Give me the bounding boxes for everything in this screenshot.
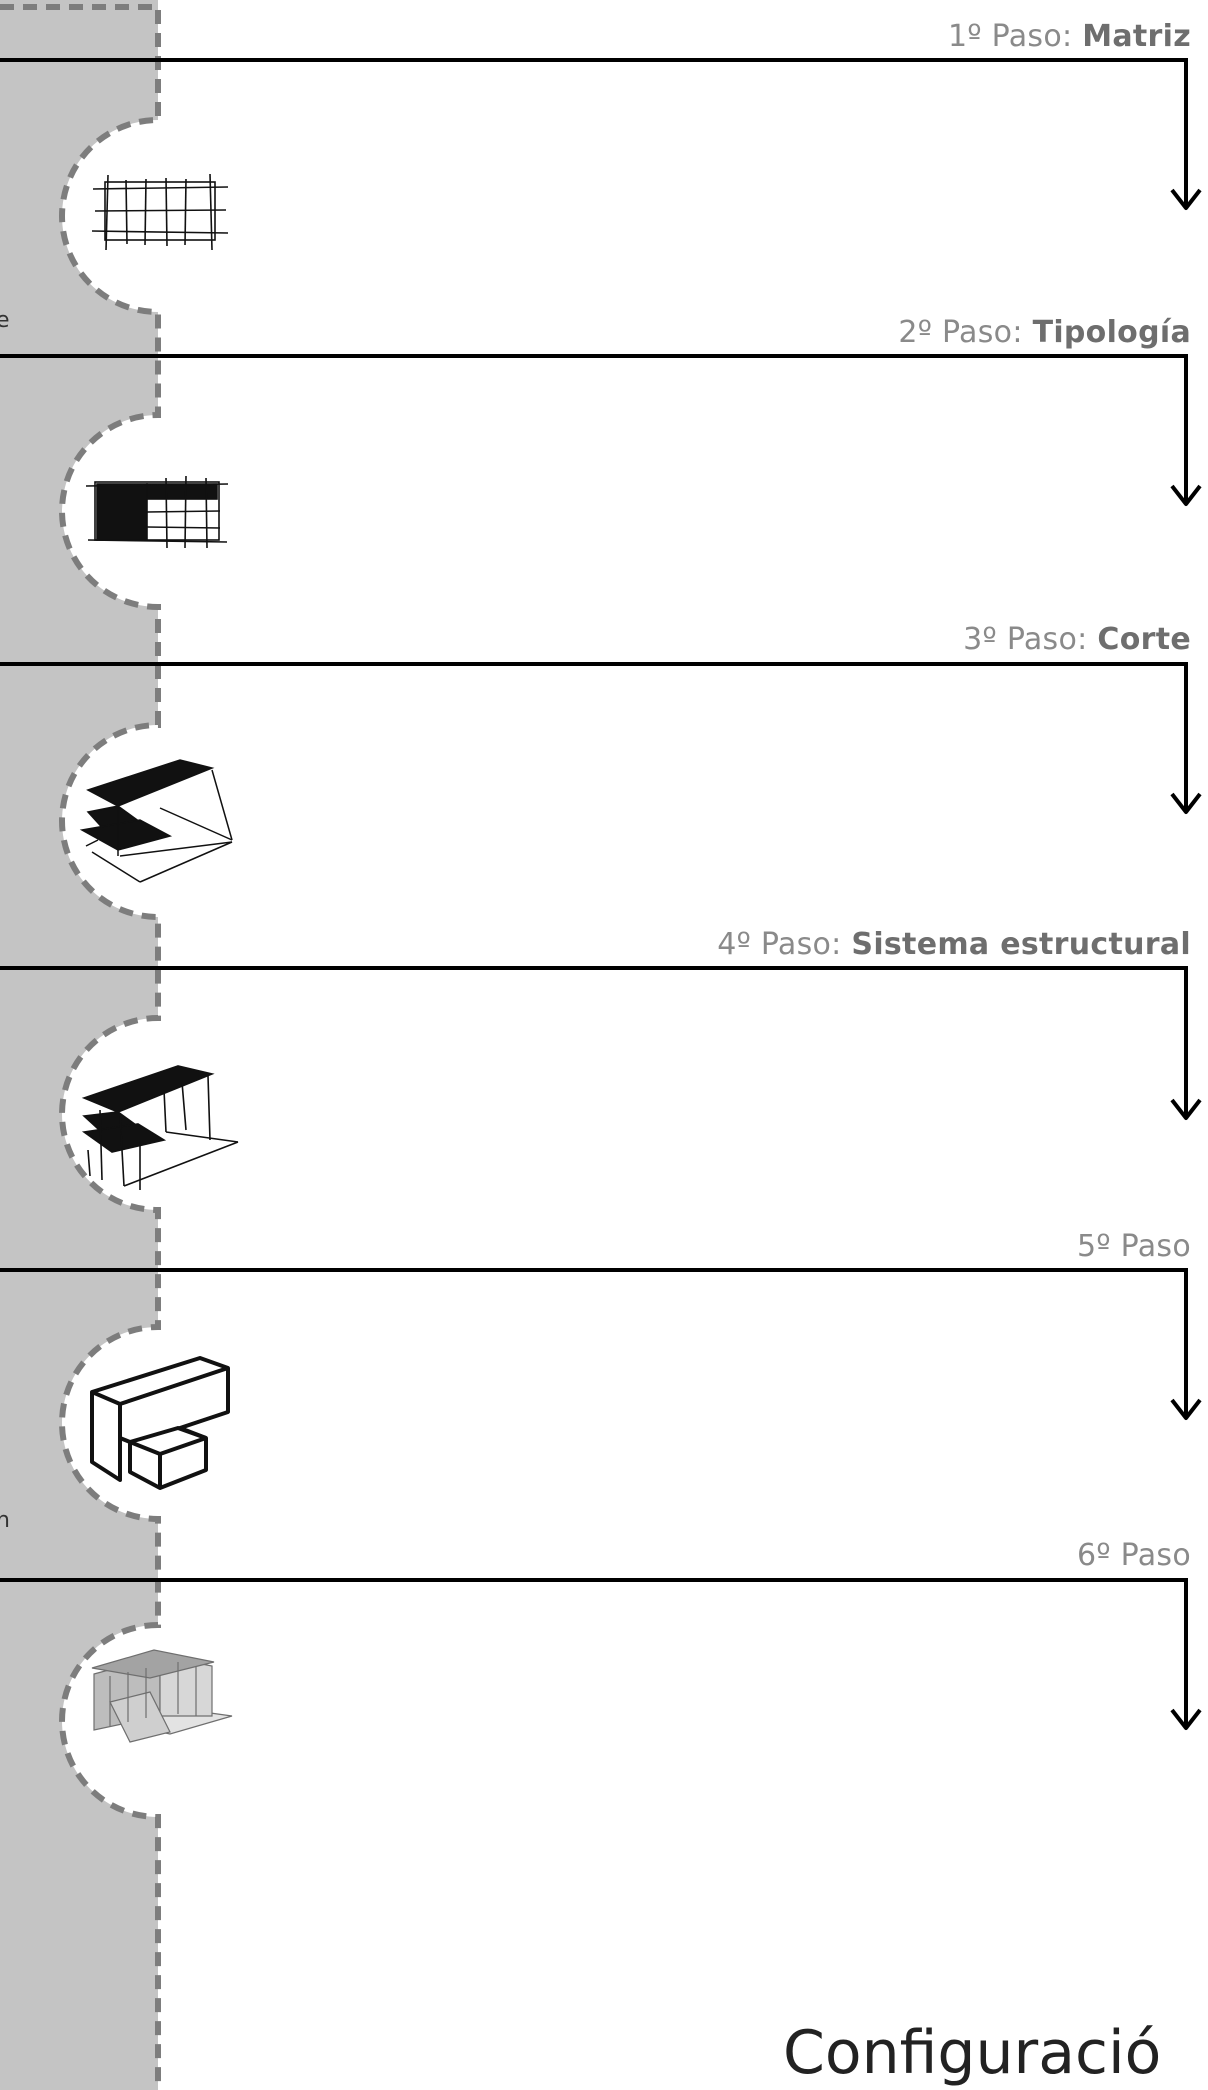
- cut-off-letter: n: [0, 1508, 10, 1533]
- connector-line: [0, 966, 1188, 1118]
- connector-line: [0, 354, 1188, 504]
- step-label: 3º Paso: Corte: [963, 622, 1191, 657]
- cut-off-letter: e: [0, 308, 10, 333]
- arrow-down-icon: [1170, 188, 1202, 210]
- connector-line: [0, 662, 1188, 812]
- arrow-down-icon: [1170, 1398, 1202, 1420]
- structural-system-icon: [81, 1065, 239, 1190]
- step-label: 5º Paso: [1077, 1229, 1191, 1264]
- arrow-down-icon: [1170, 792, 1202, 814]
- side-panel-border: [0, 4, 161, 2090]
- typology-plan-icon: [85, 475, 229, 549]
- connector-line: [0, 1578, 1188, 1728]
- step-label: 1º Paso: Matriz: [948, 19, 1191, 54]
- grid-matrix-icon: [91, 173, 229, 251]
- arrow-down-icon: [1170, 1098, 1202, 1120]
- cut-slab-icon: [79, 759, 233, 883]
- step-label: 4º Paso: Sistema estructural: [717, 927, 1191, 962]
- side-panel: [0, 0, 158, 2090]
- connector-line: [0, 1268, 1188, 1418]
- arrow-down-icon: [1170, 1708, 1202, 1730]
- connector-line: [0, 58, 1188, 208]
- footer-title: Configuració: [783, 2018, 1162, 2088]
- render-model-icon: [91, 1649, 233, 1743]
- step-label: 2º Paso: Tipología: [898, 315, 1191, 350]
- volume-icon: [90, 1356, 230, 1490]
- step-label: 6º Paso: [1077, 1538, 1191, 1573]
- arrow-down-icon: [1170, 484, 1202, 506]
